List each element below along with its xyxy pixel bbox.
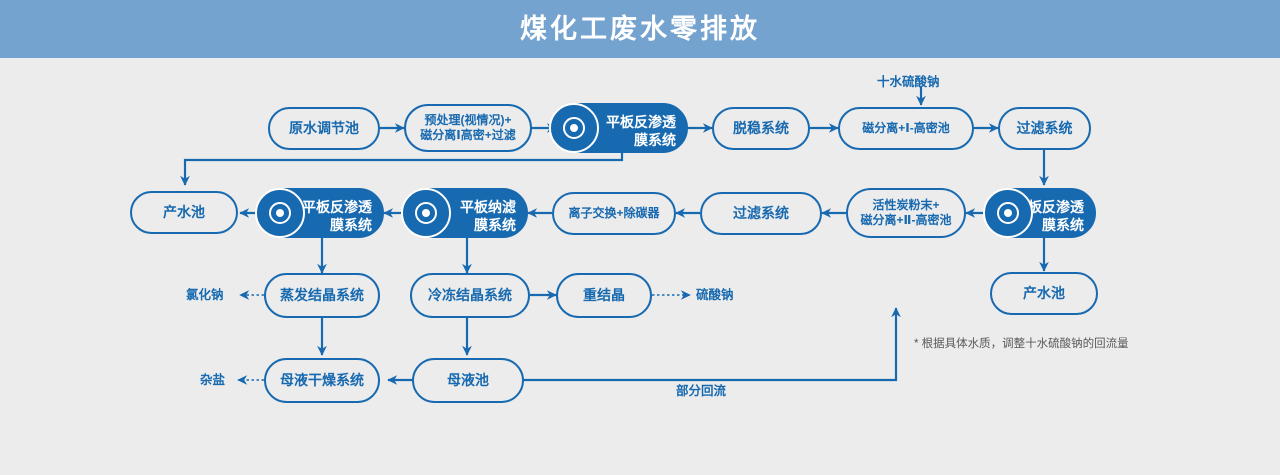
label-sodium-sulfate-decahydrate: 十水硫酸钠 xyxy=(877,75,940,89)
node-recrystallization[interactable]: 重结晶 xyxy=(556,273,652,318)
node-nf-membrane[interactable]: 平板纳滤 膜系统 xyxy=(401,188,528,238)
node-label: 原水调节池 xyxy=(289,119,359,136)
node-product-water-right[interactable]: 产水池 xyxy=(990,272,1098,315)
node-label: 冷冻结晶系统 xyxy=(428,286,512,303)
node-carbon-mag-sep-2[interactable]: 活性炭粉末+ 磁分离+Ⅱ-高密池 xyxy=(846,188,966,238)
node-raw-water-tank[interactable]: 原水调节池 xyxy=(268,107,380,150)
node-label-line2: 磁分离+Ⅱ-高密池 xyxy=(860,213,952,227)
membrane-target-icon xyxy=(983,188,1033,238)
node-product-water-left[interactable]: 产水池 xyxy=(130,191,238,234)
node-label-line2: 膜系统 xyxy=(474,216,516,233)
node-label-line2: 膜系统 xyxy=(1042,216,1084,233)
node-label: 母液干燥系统 xyxy=(280,371,364,388)
page-header: 煤化工废水零排放 xyxy=(0,0,1280,58)
node-label-line2: 磁分离Ⅰ高密+过滤 xyxy=(420,128,516,142)
node-label: 重结晶 xyxy=(583,286,625,303)
node-filtration-2[interactable]: 过滤系统 xyxy=(700,192,822,235)
membrane-target-icon xyxy=(401,188,451,238)
node-label: 过滤系统 xyxy=(733,204,789,221)
membrane-target-icon xyxy=(255,188,305,238)
node-label: 过滤系统 xyxy=(1016,119,1073,136)
footnote-text: * 根据具体水质，调整十水硫酸钠的回流量 xyxy=(914,338,1129,350)
node-mother-liquor-dryer[interactable]: 母液干燥系统 xyxy=(264,358,380,403)
node-ion-exchange[interactable]: 离子交换+除碳器 xyxy=(552,192,676,235)
node-ro-membrane-1[interactable]: 平板反渗透 膜系统 xyxy=(549,103,688,153)
label-sodium-chloride: 氯化钠 xyxy=(186,288,224,302)
node-label-line1: 活性炭粉末+ xyxy=(872,198,940,212)
node-mother-liquor-tank[interactable]: 母液池 xyxy=(412,358,524,403)
node-evaporation-crystallization[interactable]: 蒸发结晶系统 xyxy=(264,273,380,318)
node-label-line1: 平板反渗透 xyxy=(302,199,372,215)
page-title: 煤化工废水零排放 xyxy=(520,13,760,44)
label-mixed-salt: 杂盐 xyxy=(200,373,226,387)
node-pretreatment[interactable]: 预处理(视情况)+ 磁分离Ⅰ高密+过滤 xyxy=(404,104,532,152)
node-label: 脱稳系统 xyxy=(733,119,789,136)
node-label: 产水池 xyxy=(1023,284,1065,301)
membrane-target-icon xyxy=(549,103,599,153)
diagram-canvas: 原水调节池 预处理(视情况)+ 磁分离Ⅰ高密+过滤 平板反渗透 膜系统 脱稳系统… xyxy=(0,58,1280,475)
node-freeze-crystallization[interactable]: 冷冻结晶系统 xyxy=(410,273,530,318)
node-label: 离子交换+除碳器 xyxy=(568,206,660,220)
node-label-line2: 膜系统 xyxy=(634,131,676,148)
wire-ro1-to-productleft xyxy=(180,151,624,186)
node-label-line1: 预处理(视情况)+ xyxy=(424,113,512,127)
node-label-line1: 平板纳滤 xyxy=(460,199,516,215)
node-mag-sep-1[interactable]: 磁分离+Ⅰ-高密池 xyxy=(838,107,974,150)
node-label: 产水池 xyxy=(163,203,205,220)
node-label: 磁分离+Ⅰ-高密池 xyxy=(862,121,950,135)
node-label-line2: 膜系统 xyxy=(330,216,372,233)
label-sodium-sulfate: 硫酸钠 xyxy=(696,288,734,302)
wire-partial-reflux xyxy=(524,307,901,382)
node-label-line1: 平板反渗透 xyxy=(606,114,676,130)
node-label: 蒸发结晶系统 xyxy=(280,286,364,303)
node-label: 母液池 xyxy=(447,371,489,388)
node-destabilization[interactable]: 脱稳系统 xyxy=(712,107,810,150)
node-ro-membrane-right[interactable]: 平板反渗透 膜系统 xyxy=(983,188,1096,238)
node-ro-membrane-2[interactable]: 平板反渗透 膜系统 xyxy=(255,188,384,238)
node-filtration-1[interactable]: 过滤系统 xyxy=(998,107,1091,150)
label-partial-reflux: 部分回流 xyxy=(676,384,727,398)
